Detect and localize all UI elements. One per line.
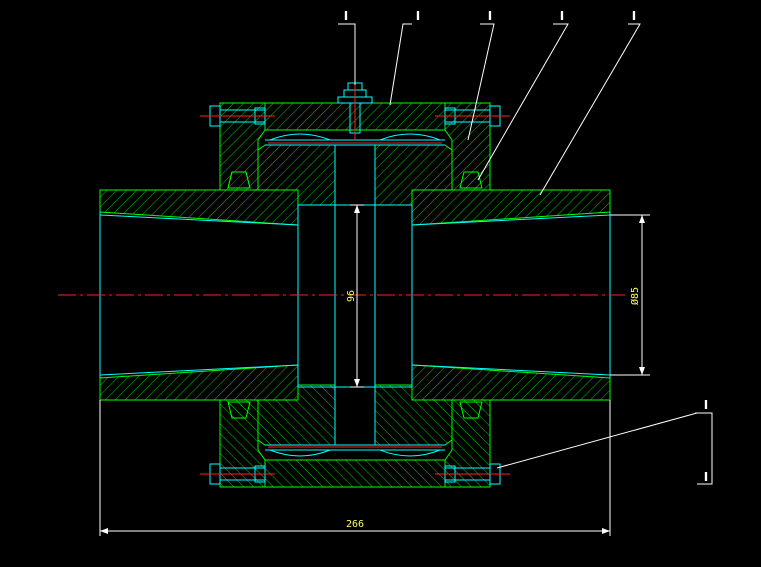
leader-label-7: I <box>704 470 708 484</box>
top-right-bolt <box>435 105 510 127</box>
leader-label-2: I <box>416 9 420 23</box>
grease-nipple <box>337 80 373 140</box>
pipe-body <box>99 145 611 445</box>
top-left-bolt <box>200 105 275 127</box>
top-right-seal-ring <box>459 171 483 189</box>
leader-labels: I I I I I I I <box>344 9 708 484</box>
dim-text-266: 266 <box>346 519 364 530</box>
leader-label-6: I <box>704 398 708 412</box>
dimension-96: 96 <box>346 204 364 388</box>
leader-label-1: I <box>344 9 348 23</box>
dim-text-96: 96 <box>346 290 357 302</box>
top-flange-assembly <box>200 80 510 206</box>
leader-label-3: I <box>488 9 492 23</box>
leader-label-4: I <box>560 9 564 23</box>
dim-text-bore: Ø85 <box>629 287 641 305</box>
dimension-266: 266 <box>99 400 611 536</box>
leader-label-5: I <box>632 9 636 23</box>
bottom-flange-assembly <box>200 384 510 488</box>
dimension-bore-diameter: Ø85 <box>610 214 650 376</box>
leader-lines <box>338 23 713 485</box>
